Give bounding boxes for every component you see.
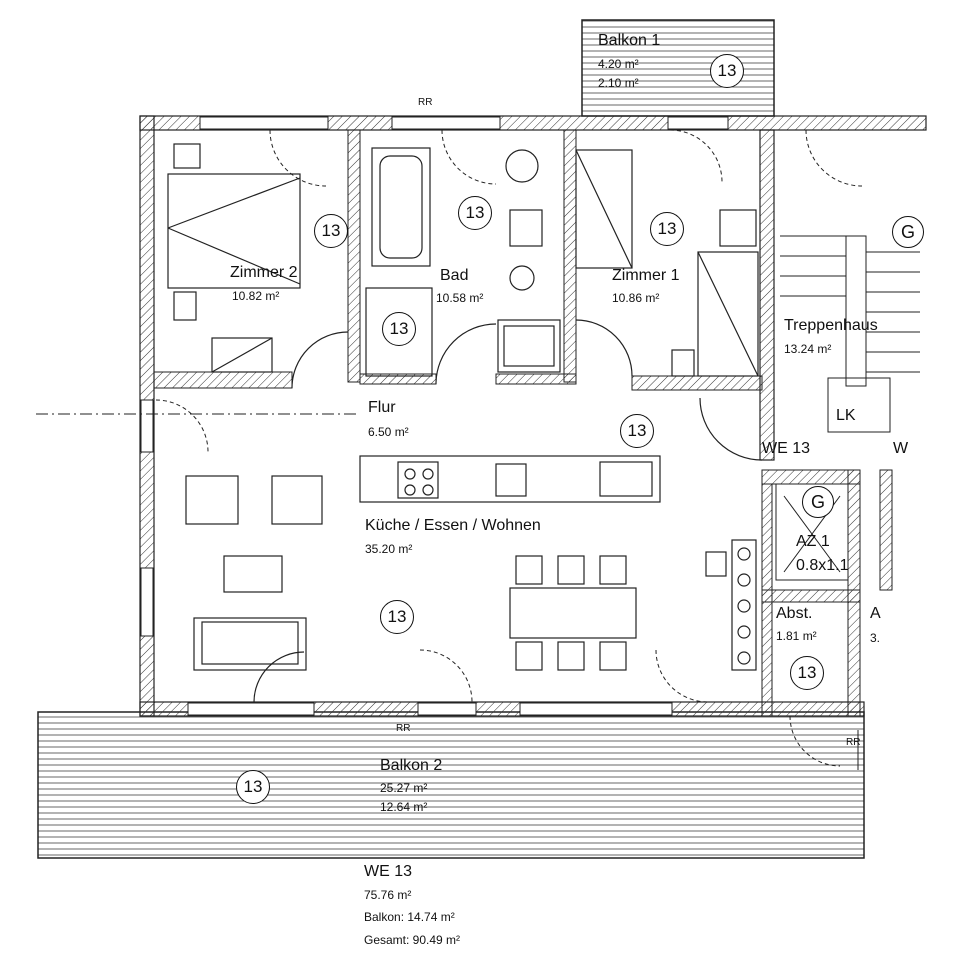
balkon2-name: Balkon 2 [380, 757, 443, 774]
furniture [167, 143, 759, 671]
kueche-area: 35.20 m² [365, 542, 413, 556]
unit-badge-zimmer1: 13 [650, 212, 684, 246]
az1-size: 0.8x1.1 [796, 558, 849, 574]
bad-name: Bad [440, 267, 469, 284]
balkon1-area2: 2.10 m² [598, 76, 639, 90]
unit-badge-balkon1: 13 [710, 54, 744, 88]
rr-right-label: RR [846, 737, 861, 748]
summary-gesamt: Gesamt: 90.49 m² [364, 933, 461, 947]
balkon1-name: Balkon 1 [598, 32, 661, 49]
abst-area: 1.81 m² [776, 629, 817, 643]
three-cut-label: 3. [870, 631, 881, 645]
interior-walls [153, 129, 893, 717]
zimmer2-area: 10.82 m² [232, 289, 280, 303]
we13-stair-label: WE 13 [762, 440, 811, 457]
summary-balkon: Balkon: 14.74 m² [364, 910, 455, 924]
treppenhaus-name: Treppenhaus [784, 318, 878, 334]
balkon2-area2: 12.64 m² [380, 800, 428, 814]
unit-badge-bad: 13 [458, 196, 492, 230]
shaft [365, 287, 433, 377]
unit-badge-balkon2: 13 [236, 770, 270, 804]
w-cut-label: W [893, 440, 909, 457]
flur-name: Flur [368, 399, 396, 416]
abst-name: Abst. [776, 605, 813, 622]
door-arcs-solid [253, 319, 763, 703]
summary-area: 75.76 m² [364, 888, 412, 902]
summary-unit: WE 13 [364, 863, 413, 880]
a-cut-label: A [870, 605, 881, 622]
unit-badge-zimmer2: 13 [314, 214, 348, 248]
treppenhaus-area: 13.24 m² [784, 342, 832, 356]
zimmer1-area: 10.86 m² [612, 291, 660, 305]
outer-walls [139, 115, 927, 717]
g-marker-stair: G [892, 216, 924, 248]
rr-bottom-label: RR [396, 723, 411, 734]
windows [140, 116, 729, 716]
unit-badge-kueche: 13 [380, 600, 414, 634]
unit-badge-shaft: 13 [382, 312, 416, 346]
unit-badge-flur: 13 [620, 414, 654, 448]
balkon1-area1: 4.20 m² [598, 57, 639, 71]
unit-badge-abst: 13 [790, 656, 824, 690]
bad-area: 10.58 m² [436, 291, 484, 305]
az1-name: AZ 1 [796, 533, 830, 550]
balkon-2 [37, 711, 865, 859]
rr-top-label: RR [418, 97, 433, 108]
zimmer2-name: Zimmer 2 [230, 264, 298, 281]
flur-area: 6.50 m² [368, 425, 409, 439]
zimmer1-name: Zimmer 1 [612, 267, 680, 284]
balkon2-area1: 25.27 m² [380, 781, 428, 795]
kueche-name: Küche / Essen / Wohnen [365, 517, 541, 534]
lk-label: LK [836, 407, 856, 424]
stairwell [775, 235, 920, 581]
g-marker-az1: G [802, 486, 834, 518]
door-swings [155, 129, 863, 767]
